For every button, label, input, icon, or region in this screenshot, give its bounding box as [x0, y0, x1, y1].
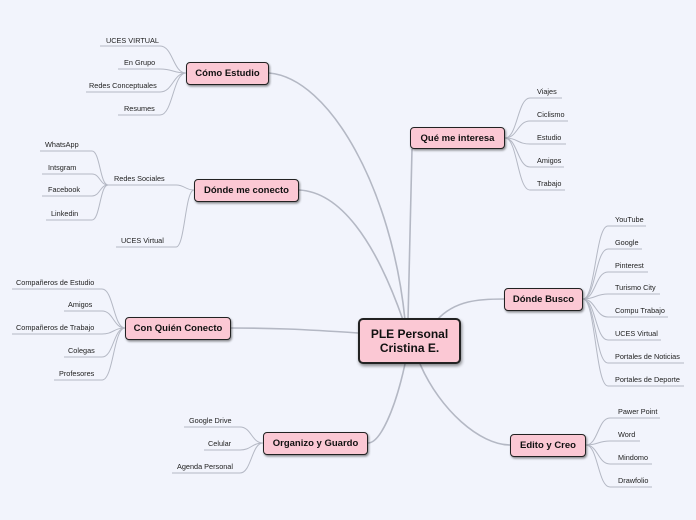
edge-donde-me-conecto-1	[116, 189, 195, 248]
edge-central-con-quien	[230, 327, 359, 334]
leaf-portales-deporte[interactable]: Portales de Deporte	[615, 375, 680, 384]
edge-central-donde-busco	[436, 298, 505, 321]
leaf-google[interactable]: Google	[615, 238, 639, 247]
edge-donde-me-conecto-0	[108, 184, 195, 191]
leaf-portales-noticias[interactable]: Portales de Noticias	[615, 352, 680, 361]
leaf-pawer-point[interactable]: Pawer Point	[618, 407, 658, 416]
leaf-intsgram[interactable]: Intsgram	[48, 163, 77, 172]
leaf-google-drive[interactable]: Google Drive	[189, 416, 232, 425]
leaf-uces-virtual-estudio[interactable]: UCES VIRTUAL	[106, 36, 159, 45]
edge-donde-busco-5	[582, 298, 661, 341]
edge-que-me-interesa-1	[504, 120, 568, 139]
leaf-agenda-personal[interactable]: Agenda Personal	[177, 462, 233, 471]
edge-organizo-1	[204, 442, 264, 451]
edge-con-quien-1	[64, 310, 126, 329]
edge-organizo-0	[184, 426, 264, 444]
edge-redes-sociales-3	[46, 184, 109, 221]
leaf-drawfolio[interactable]: Drawfolio	[618, 476, 649, 485]
edge-central-organizo	[367, 363, 406, 444]
edge-central-como-estudio	[268, 72, 406, 321]
leaf-redes-conceptuales[interactable]: Redes Conceptuales	[89, 81, 157, 90]
leaf-companeros-trabajo[interactable]: Compañeros de Trabajo	[16, 323, 95, 332]
edge-central-donde-me-conecto	[298, 189, 404, 321]
edge-edito-1	[585, 440, 640, 446]
edge-como-estudio-1	[118, 68, 187, 74]
leaf-uces-virtual-conecto[interactable]: UCES Virtual	[121, 236, 164, 245]
edge-donde-busco-3	[582, 293, 660, 300]
leaf-linkedin[interactable]: Linkedin	[51, 209, 79, 218]
leaf-pinterest[interactable]: Pinterest	[615, 261, 644, 270]
central-topic-line-2: Cristina E.	[379, 341, 440, 355]
topic-donde-me-conecto[interactable]: Dónde me conecto	[194, 179, 299, 202]
leaf-celular[interactable]: Celular	[208, 439, 232, 448]
edge-donde-busco-1	[582, 248, 642, 300]
topic-edito-y-creo[interactable]: Edito y Creo	[510, 434, 586, 457]
edge-edito-3	[585, 444, 652, 488]
edge-que-me-interesa-4	[504, 137, 565, 191]
central-topic-line-1: PLE Personal	[370, 327, 449, 341]
edge-donde-busco-0	[582, 225, 646, 300]
leaf-compu-trabajo[interactable]: Compu Trabajo	[615, 306, 665, 315]
edge-donde-busco-7	[582, 298, 684, 387]
leaf-youtube[interactable]: YouTube	[615, 215, 644, 224]
edge-redes-sociales-1	[42, 173, 109, 186]
leaf-facebook[interactable]: Facebook	[48, 185, 81, 194]
leaf-mindomo[interactable]: Mindomo	[618, 453, 649, 462]
leaf-colegas[interactable]: Colegas	[68, 346, 95, 355]
leaf-amigos-interesa[interactable]: Amigos	[537, 156, 562, 165]
leaf-word[interactable]: Word	[618, 430, 636, 439]
edge-con-quien-0	[12, 288, 126, 329]
leaf-trabajo[interactable]: Trabajo	[537, 179, 562, 188]
edge-central-edito	[419, 363, 511, 446]
edge-como-estudio-0	[100, 45, 187, 74]
leaf-amigos-conecto[interactable]: Amigos	[68, 300, 93, 309]
leaf-en-grupo[interactable]: En Grupo	[124, 58, 156, 67]
edge-redes-sociales-0	[40, 150, 109, 186]
topic-con-quien-conecto[interactable]: Con Quién Conecto	[125, 317, 231, 340]
topic-como-estudio[interactable]: Cómo Estudio	[186, 62, 269, 85]
leaf-redes-sociales[interactable]: Redes Sociales	[114, 174, 165, 183]
edge-edito-0	[585, 417, 660, 446]
edge-organizo-2	[172, 442, 264, 474]
topic-donde-busco[interactable]: Dónde Busco	[504, 288, 583, 311]
edge-como-estudio-3	[118, 72, 187, 116]
leaf-estudio[interactable]: Estudio	[537, 133, 562, 142]
edge-con-quien-4	[54, 327, 126, 381]
edge-que-me-interesa-2	[504, 137, 566, 145]
topic-organizo-y-guardo[interactable]: Organizo y Guardo	[263, 432, 368, 455]
leaf-ciclismo[interactable]: Ciclismo	[537, 110, 565, 119]
topic-que-me-interesa[interactable]: Qué me interesa	[410, 127, 505, 149]
leaf-viajes[interactable]: Viajes	[537, 87, 557, 96]
leaf-resumes[interactable]: Resumes	[124, 104, 155, 113]
central-topic[interactable]: PLE Personal Cristina E.	[358, 318, 461, 364]
leaf-turismo-city[interactable]: Turismo City	[615, 283, 656, 292]
edge-con-quien-2	[12, 327, 126, 335]
leaf-uces-virtual-busco[interactable]: UCES Virtual	[615, 329, 658, 338]
edge-donde-busco-2	[582, 271, 648, 300]
leaf-companeros-estudio[interactable]: Compañeros de Estudio	[16, 278, 95, 287]
edge-central-que-me-interesa	[407, 148, 413, 321]
leaf-whatsapp[interactable]: WhatsApp	[45, 140, 79, 149]
edge-que-me-interesa-0	[504, 97, 562, 139]
leaf-profesores[interactable]: Profesores	[59, 369, 95, 378]
